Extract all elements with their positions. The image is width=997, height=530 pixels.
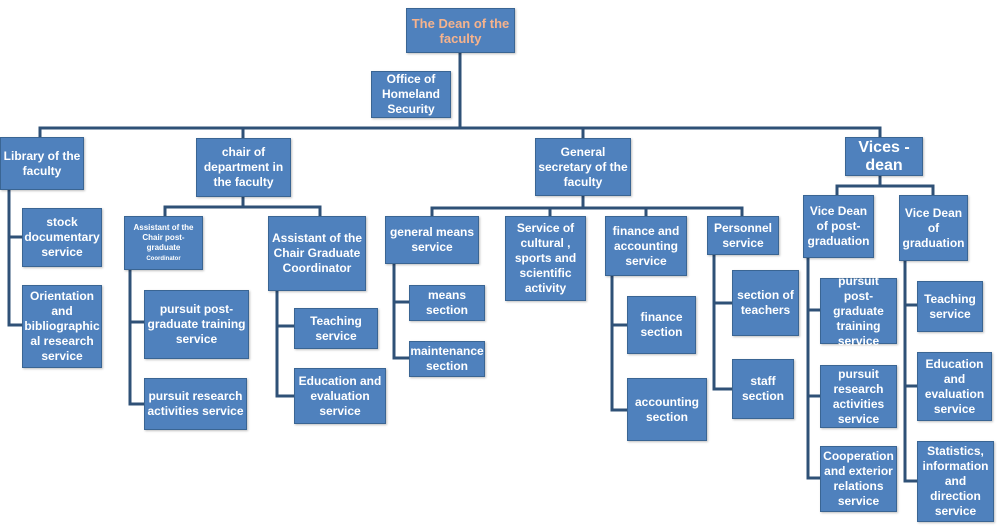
vice-dean-grad-box: Vice Dean of graduation — [899, 195, 968, 261]
accounting-section-box: accounting section — [627, 378, 707, 441]
vice-dean-pg-box: Vice Dean of post-graduation — [803, 195, 874, 258]
general-means-box: general means service — [385, 216, 479, 264]
means-section-box: means section — [409, 285, 485, 321]
pursuit-pg-train-box: pursuit post-graduate training service — [144, 290, 249, 359]
pursuit-research-label: pursuit research activities service — [147, 389, 244, 418]
teachers-section-label: section of teachers — [737, 288, 794, 317]
personnel-label: Personnel service — [713, 220, 773, 250]
pursuit-pg-train-label: pursuit post-graduate training service — [147, 302, 246, 346]
vices-dean-box: Vices - dean — [845, 137, 923, 176]
vice-dean-grad-label: Vice Dean of graduation — [902, 205, 965, 250]
statistics-box: Statistics, information and direction se… — [917, 441, 994, 522]
vd-research-box: pursuit research activities service — [820, 365, 897, 428]
stock-label: stock documentary service — [24, 215, 100, 259]
vd-pg-training-box: pursuit post-graduate training service — [820, 274, 897, 348]
vices-dean-label: Vices - dean — [858, 138, 910, 174]
general-secretary-box: General secretary of the faculty — [535, 138, 631, 196]
teaching2-box: Teaching service — [917, 281, 983, 332]
cultural-box: Service of cultural , sports and scienti… — [505, 216, 586, 301]
teaching1-label: Teaching service — [310, 313, 362, 343]
dean-box: The Dean of the faculty — [406, 8, 515, 53]
vd-pg-training-label: pursuit post-graduate training service — [833, 273, 884, 348]
education2-box: Education and evaluation service — [917, 352, 992, 421]
general-means-label: general means service — [389, 225, 475, 254]
means-section-label: means section — [425, 288, 468, 317]
personnel-box: Personnel service — [707, 216, 779, 255]
cultural-label: Service of cultural , sports and scienti… — [514, 221, 577, 295]
assist-grad-box: Assistant of the Chair Graduate Coordina… — [268, 216, 366, 291]
finance-accounting-label: finance and accounting service — [612, 223, 680, 268]
finance-accounting-box: finance and accounting service — [605, 216, 687, 276]
maintenance-label: maintenance section — [410, 344, 484, 373]
education1-box: Education and evaluation service — [294, 368, 386, 424]
statistics-label: Statistics, information and direction se… — [922, 444, 989, 518]
finance-section-label: finance section — [640, 310, 683, 339]
teachers-section-box: section of teachers — [732, 270, 799, 336]
staff-section-label: staff section — [741, 374, 784, 403]
cooperation-box: Cooperation and exterior relations servi… — [820, 446, 897, 512]
cooperation-label: Cooperation and exterior relations servi… — [823, 449, 894, 508]
accounting-section-label: accounting section — [634, 394, 699, 424]
teaching1-box: Teaching service — [294, 308, 378, 349]
assist-grad-label: Assistant of the Chair Graduate Coordina… — [271, 231, 362, 275]
education1-label: Education and evaluation service — [298, 373, 382, 418]
library-box: Library of the faculty — [0, 137, 84, 190]
orientation-label: Orientation and bibliographic al researc… — [24, 289, 100, 363]
assist-pg-text: Assistant of the Chair post-graduate — [133, 222, 194, 252]
teaching2-label: Teaching service — [924, 291, 976, 321]
library-label: Library of the faculty — [3, 148, 81, 178]
dean-label: The Dean of the faculty — [411, 15, 510, 46]
stock-box: stock documentary service — [22, 208, 102, 267]
finance-section-box: finance section — [627, 296, 696, 354]
office-box: Office of Homeland Security — [371, 71, 451, 118]
orientation-box: Orientation and bibliographic al researc… — [22, 285, 102, 368]
pursuit-research-box: pursuit research activities service — [144, 378, 247, 430]
assist-pg-sub: Coordinator — [146, 255, 181, 262]
education2-label: Education and evaluation service — [924, 356, 985, 416]
staff-section-box: staff section — [732, 359, 794, 419]
general-secretary-label: General secretary of the faculty — [538, 144, 628, 189]
vd-research-label: pursuit research activities service — [832, 366, 885, 426]
office-label: Office of Homeland Security — [381, 72, 440, 116]
chair-label: chair of department in the faculty — [203, 145, 284, 189]
vice-dean-pg-label: Vice Dean of post-graduation — [807, 204, 870, 248]
chair-box: chair of department in the faculty — [196, 138, 291, 197]
maintenance-box: maintenance section — [409, 341, 485, 377]
